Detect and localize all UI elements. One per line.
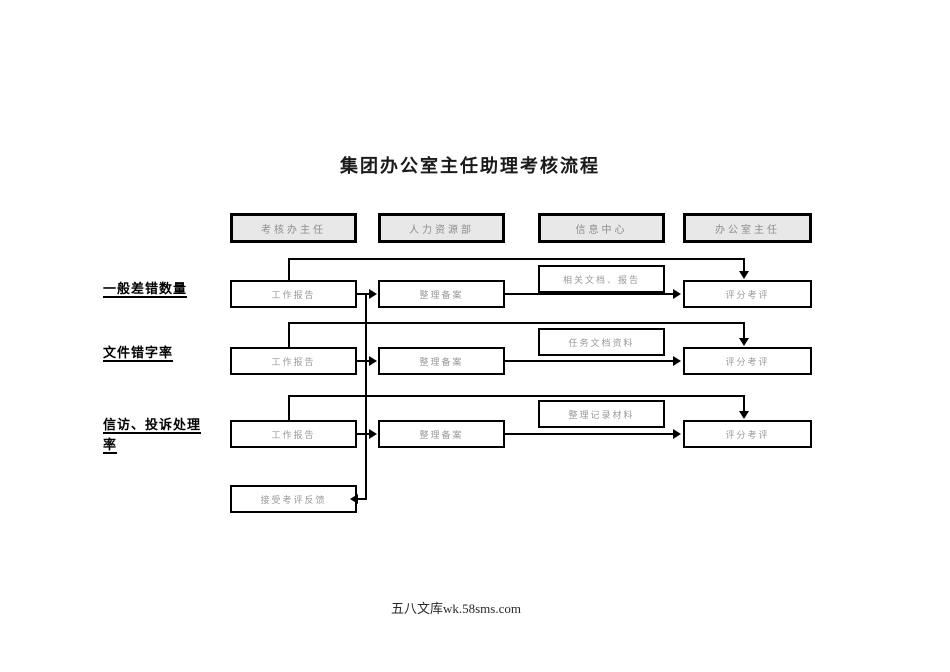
connector-left-stub-row2 <box>288 322 290 347</box>
connector-report-to-organize-row3 <box>357 433 371 435</box>
arrowhead-down-row3 <box>739 411 749 419</box>
connector-topline-row3 <box>288 395 745 397</box>
score-evaluation-box-row3: 评分考评 <box>683 420 812 448</box>
related-docs-box-row2: 任务文档资料 <box>538 328 665 356</box>
lane-header-hr-department: 人力资源部 <box>378 213 505 243</box>
arrowhead-into-organize-row3 <box>369 429 377 439</box>
score-evaluation-box-row1: 评分考评 <box>683 280 812 308</box>
related-docs-box-row3: 整理记录材料 <box>538 400 665 428</box>
related-docs-box-row1: 相关文档、报告 <box>538 265 665 293</box>
connector-right-stub-row1 <box>743 258 745 272</box>
connector-right-stub-row2 <box>743 322 745 339</box>
connector-topline-row2 <box>288 322 745 324</box>
connector-organize-to-score-row2 <box>505 360 674 362</box>
row-label-typo-rate: 文件错字率 <box>103 345 174 360</box>
lane-header-office-director: 办公室主任 <box>683 213 812 243</box>
connector-left-stub-row3 <box>288 395 290 420</box>
arrowhead-into-organize-row1 <box>369 289 377 299</box>
arrowhead-down-row1 <box>739 271 749 279</box>
organize-file-box-row1: 整理备案 <box>378 280 505 308</box>
footer-watermark: 五八文库wk.58sms.com <box>390 601 521 616</box>
connector-topline-row1 <box>288 258 745 260</box>
arrowhead-into-score-row3 <box>673 429 681 439</box>
connector-feedback-vertical <box>365 294 367 499</box>
row-label-general-errors: 一般差错数量 <box>103 281 188 296</box>
receive-feedback-box: 接受考评反馈 <box>230 485 357 513</box>
work-report-box-row3: 工作报告 <box>230 420 357 448</box>
connector-right-stub-row3 <box>743 395 745 412</box>
organize-file-box-row3: 整理备案 <box>378 420 505 448</box>
connector-organize-to-score-row3 <box>505 433 674 435</box>
connector-organize-to-score-row1 <box>505 293 674 295</box>
arrowhead-down-row2 <box>739 338 749 346</box>
lane-header-information-center: 信息中心 <box>538 213 665 243</box>
arrowhead-into-score-row2 <box>673 356 681 366</box>
row-label-complaint-handling-rate: 信访、投诉处理率 <box>103 417 202 453</box>
connector-report-to-organize-row1 <box>357 293 371 295</box>
arrowhead-into-feedback <box>350 494 358 504</box>
organize-file-box-row2: 整理备案 <box>378 347 505 375</box>
page-title: 集团办公室主任助理考核流程 <box>340 156 600 176</box>
connector-feedback-horizontal <box>358 498 367 500</box>
arrowhead-into-score-row1 <box>673 289 681 299</box>
arrowhead-into-organize-row2 <box>369 356 377 366</box>
lane-header-assessee: 考核办主任 <box>230 213 357 243</box>
connector-report-to-organize-row2 <box>357 360 371 362</box>
score-evaluation-box-row2: 评分考评 <box>683 347 812 375</box>
work-report-box-row1: 工作报告 <box>230 280 357 308</box>
work-report-box-row2: 工作报告 <box>230 347 357 375</box>
connector-left-stub-row1 <box>288 258 290 280</box>
